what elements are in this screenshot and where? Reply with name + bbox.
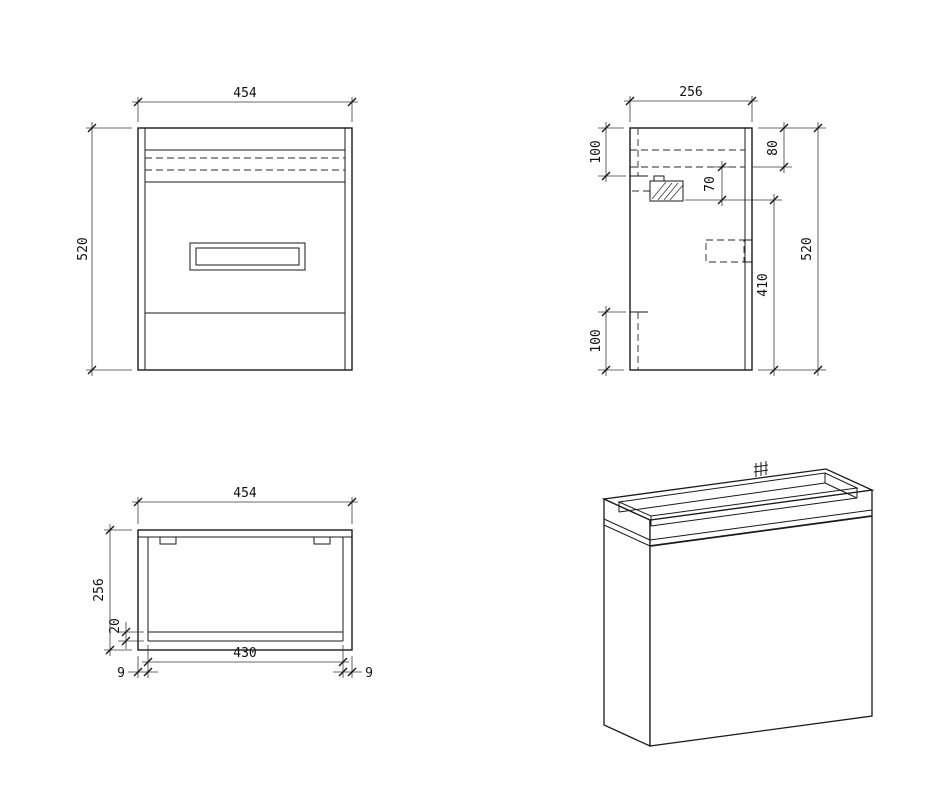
dim-front-height: 520 xyxy=(76,122,132,376)
dim-side-hinge-offset-label: 70 xyxy=(703,176,718,192)
dim-plan-inner-width-label: 430 xyxy=(233,646,256,661)
cabinet-front-face xyxy=(649,489,873,747)
side-cabinet-outline xyxy=(629,127,753,371)
dim-front-width: 454 xyxy=(132,86,358,122)
dim-plan-depth-label: 256 xyxy=(92,578,107,601)
door-finger-pull-gap xyxy=(649,515,873,547)
dim-side-hinge-offset: 70 xyxy=(685,161,782,206)
side-view-drawing: 256 100 100 70 xyxy=(589,85,826,376)
dim-side-bottom-offset: 100 xyxy=(589,306,626,376)
cabinet-top-rim xyxy=(601,468,875,521)
dim-side-bottom-offset-label: 100 xyxy=(589,329,604,352)
dim-plan-wall-left-label: 9 xyxy=(117,666,125,681)
plan-view-drawing: 454 256 20 430 xyxy=(92,486,373,681)
dim-side-door-height-label: 410 xyxy=(756,273,771,296)
front-view-drawing: 454 520 xyxy=(76,86,358,376)
side-handle-recess-hidden xyxy=(705,239,752,263)
dim-side-door-height: 410 xyxy=(756,194,779,376)
dim-front-width-label: 454 xyxy=(233,86,257,101)
dim-plan-wall-right-label: 9 xyxy=(365,666,373,681)
dim-plan-wall-left: 9 xyxy=(117,656,158,681)
dim-plan-bottom-recess-label: 20 xyxy=(108,618,123,634)
dim-side-depth: 256 xyxy=(624,85,758,122)
dim-side-depth-label: 256 xyxy=(679,85,702,100)
dim-plan-wall-right: 9 xyxy=(333,656,373,681)
plan-cabinet-outline xyxy=(137,529,353,651)
dim-side-back-top-label: 80 xyxy=(766,140,781,156)
dim-side-back-top: 80 xyxy=(752,122,826,173)
isometric-view-drawing xyxy=(601,461,875,748)
dim-front-height-label: 520 xyxy=(76,237,91,260)
dim-side-top-offset: 100 xyxy=(589,122,626,182)
dim-plan-bottom-recess: 20 xyxy=(108,618,144,649)
cabinet-left-face xyxy=(603,497,651,748)
dim-plan-width-label: 454 xyxy=(233,486,257,501)
dim-plan-width: 454 xyxy=(132,486,358,524)
dim-side-height-label: 520 xyxy=(800,237,815,260)
dim-side-height: 520 xyxy=(758,122,826,376)
dim-plan-depth: 256 xyxy=(92,524,132,656)
plan-hinge-plate-right xyxy=(313,536,331,545)
dim-side-top-offset-label: 100 xyxy=(589,140,604,163)
plan-hinge-plate-left xyxy=(159,536,177,545)
front-cabinet-outline xyxy=(137,127,353,371)
drawer-slide-bracket-detail xyxy=(649,175,684,202)
front-handle-recess xyxy=(189,242,306,271)
overflow-clip-detail xyxy=(753,461,769,477)
